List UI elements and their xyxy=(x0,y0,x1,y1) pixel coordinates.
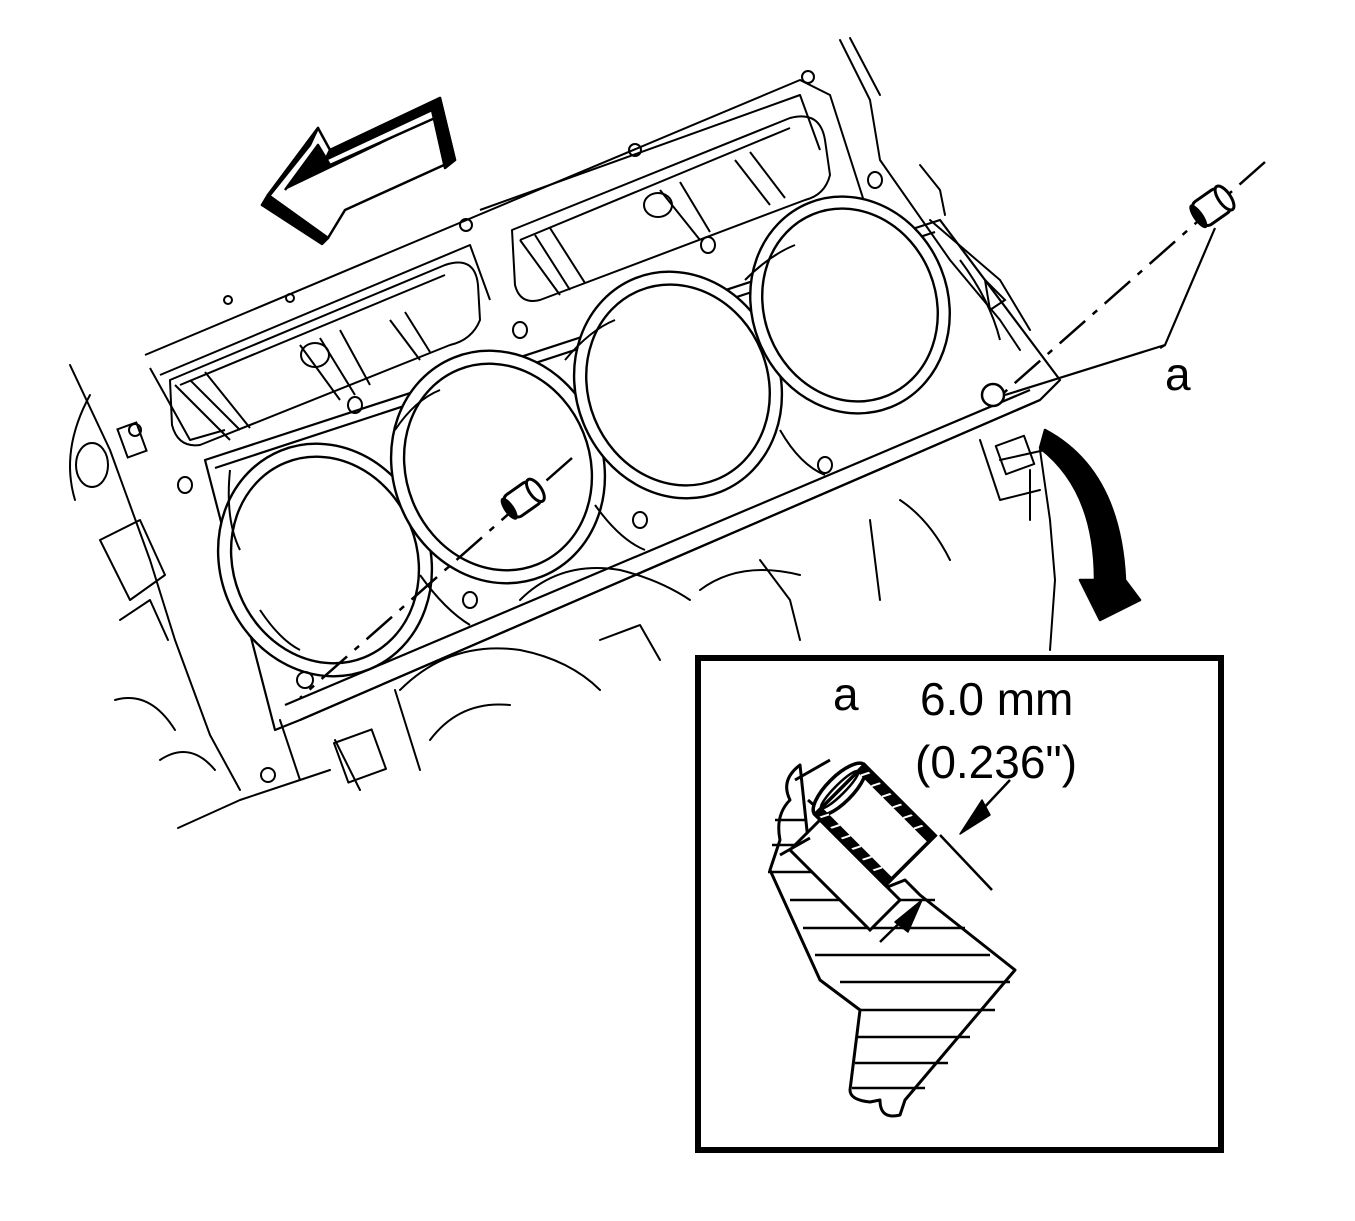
dowel-callout-label: a xyxy=(1165,348,1191,400)
dowel-pin-left xyxy=(299,457,573,699)
dimension-extension-line xyxy=(939,834,993,891)
deck-passages xyxy=(116,171,1007,689)
cylinder-bore-2 xyxy=(389,349,607,585)
dimension-imperial-label: (0.236") xyxy=(915,736,1077,788)
install-direction-arrow-icon xyxy=(260,96,457,246)
detail-inset: a 6.0 mm (0.236") xyxy=(695,655,1224,1153)
dowel-pin-section xyxy=(811,761,938,888)
dimension-arrowheads xyxy=(894,799,991,933)
engine-block-casting xyxy=(69,37,1056,829)
cylinder-bores xyxy=(216,195,951,678)
detail-inset-frame xyxy=(695,655,1224,1153)
cylinder-bore-3 xyxy=(572,270,784,500)
cylinder-bore-1 xyxy=(216,442,434,678)
dimension-metric-label: 6.0 mm xyxy=(920,673,1073,725)
curved-detail-arrow-icon xyxy=(1038,428,1142,622)
detail-dowel-label: a xyxy=(833,668,859,720)
cylinder-bore-4 xyxy=(749,195,951,415)
block-cross-section xyxy=(768,763,1017,1118)
dowel-callout-leader xyxy=(1004,227,1217,397)
dowel-pin-right xyxy=(980,161,1266,408)
